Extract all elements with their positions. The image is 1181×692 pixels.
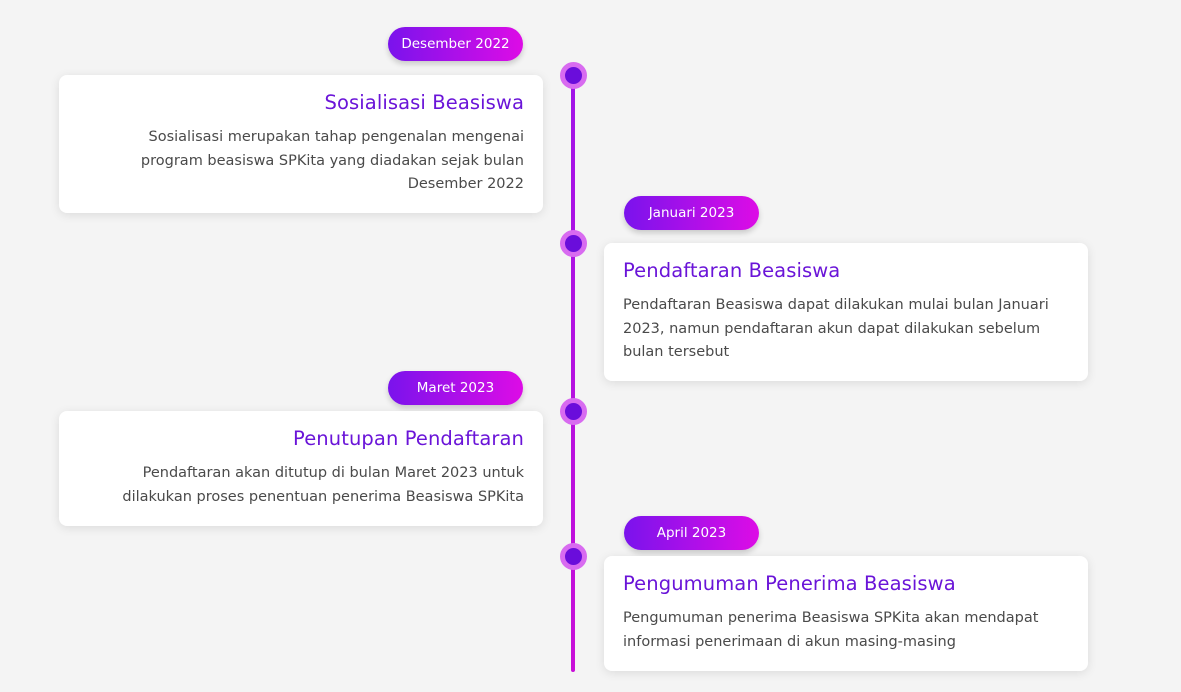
- timeline-dot: [560, 62, 587, 89]
- timeline-line: [571, 74, 575, 672]
- timeline-dot: [560, 543, 587, 570]
- card-title: Penutupan Pendaftaran: [293, 427, 524, 450]
- date-badge: April 2023: [624, 516, 759, 550]
- date-badge: Maret 2023: [388, 371, 523, 405]
- card-description: Pendaftaran Beasiswa dapat dilakukan mul…: [623, 297, 1049, 360]
- timeline-card: Pengumuman Penerima Beasiswa Pengumuman …: [604, 556, 1088, 671]
- timeline-card: Pendaftaran Beasiswa Pendaftaran Beasisw…: [604, 243, 1088, 381]
- card-description: Pengumuman penerima Beasiswa SPKita akan…: [623, 610, 1039, 650]
- timeline-card: Sosialisasi Beasiswa Sosialisasi merupak…: [59, 75, 543, 213]
- card-title: Pengumuman Penerima Beasiswa: [623, 572, 956, 595]
- timeline-card: Penutupan Pendaftaran Pendaftaran akan d…: [59, 411, 543, 526]
- date-badge: Desember 2022: [388, 27, 523, 61]
- card-description: Sosialisasi merupakan tahap pengenalan m…: [140, 129, 524, 192]
- card-description: Pendaftaran akan ditutup di bulan Maret …: [122, 465, 524, 505]
- card-title: Sosialisasi Beasiswa: [324, 91, 524, 114]
- date-badge: Januari 2023: [624, 196, 759, 230]
- timeline-dot: [560, 230, 587, 257]
- timeline-dot: [560, 398, 587, 425]
- card-title: Pendaftaran Beasiswa: [623, 259, 841, 282]
